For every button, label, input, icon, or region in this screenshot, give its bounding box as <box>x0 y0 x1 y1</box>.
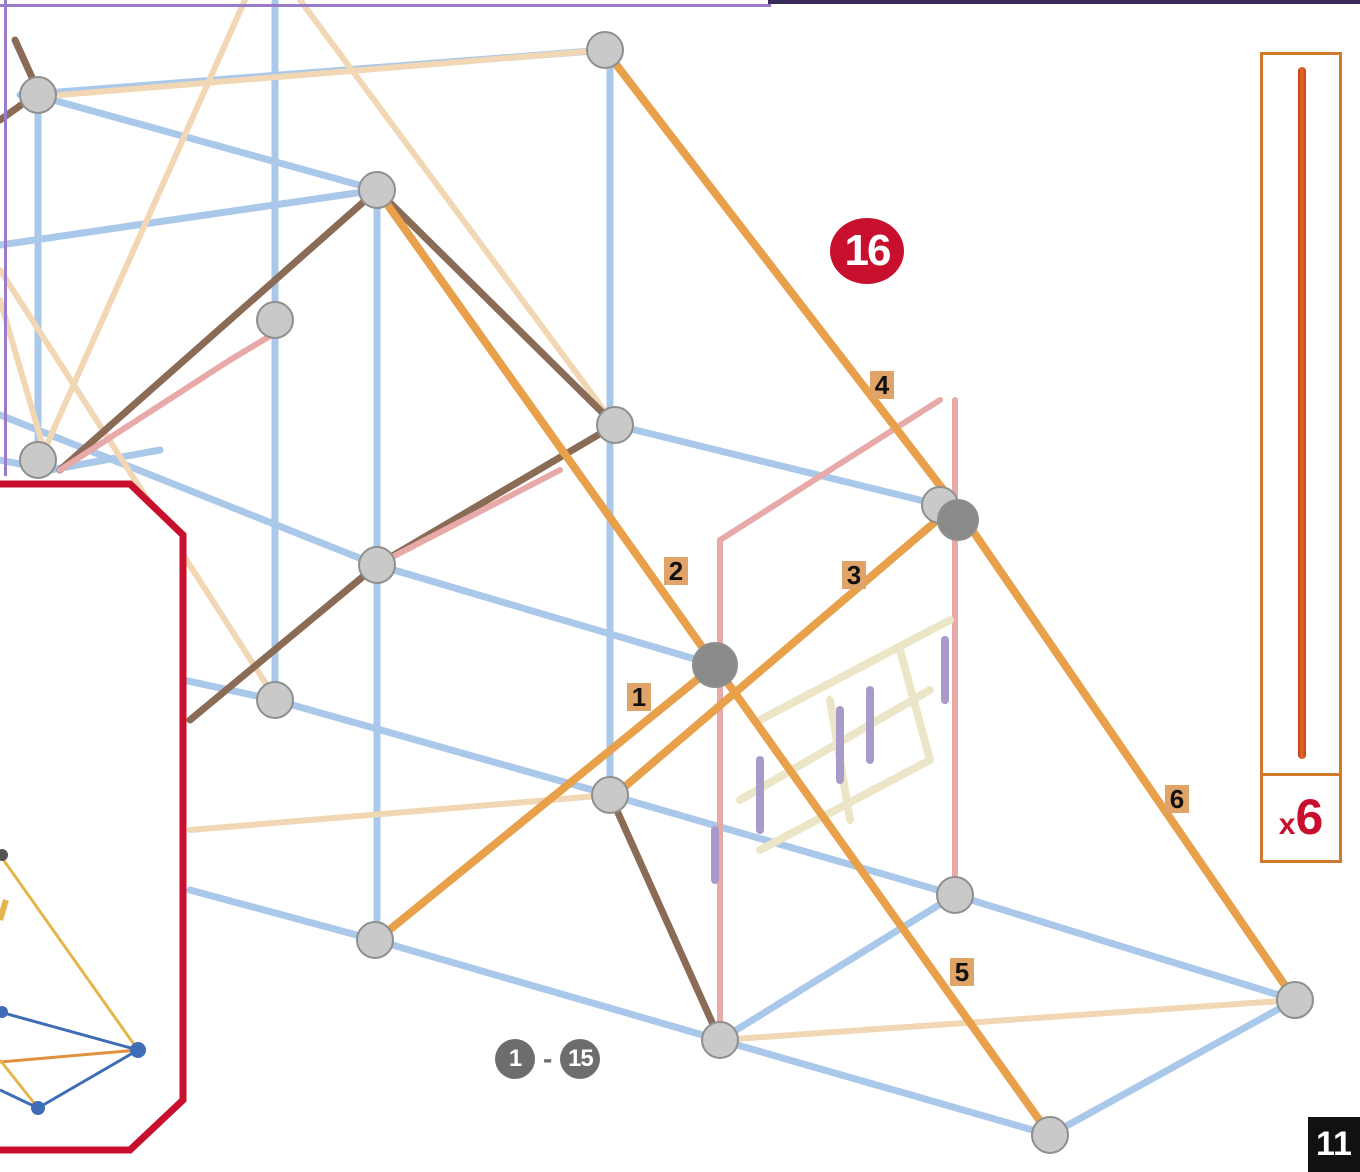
brown-rod <box>606 791 724 1044</box>
blue-rod <box>0 186 381 249</box>
parts-box-divider <box>1263 773 1339 776</box>
blue-rod <box>373 561 719 669</box>
orange-rod-3 <box>373 186 719 669</box>
brown-rod <box>56 186 381 474</box>
panel-rod <box>896 646 934 764</box>
pink-rod <box>57 357 233 473</box>
previous-steps-indicator: 1 - 15 <box>495 1039 601 1079</box>
blue-rod <box>186 886 379 944</box>
page-number: 11 <box>1308 1117 1360 1172</box>
connector-hub <box>936 876 974 914</box>
brown-rod <box>373 186 619 429</box>
orange-rod-6 <box>951 501 1299 1004</box>
connector-hub <box>358 171 396 209</box>
connector-hub <box>356 921 394 959</box>
connector-hub <box>596 406 634 444</box>
quantity-value: 6 <box>1295 789 1324 845</box>
rod-callout-5: 5 <box>950 958 974 986</box>
new-orange-rods <box>373 46 1299 1139</box>
page-frame-top <box>0 0 771 7</box>
connector-hub <box>19 441 57 479</box>
blue-rod <box>606 791 959 899</box>
blue-rod <box>0 411 381 569</box>
orange-rod-4 <box>601 46 959 509</box>
tan-rod <box>297 0 618 428</box>
part-quantity: x6 <box>1263 777 1339 857</box>
pink-rod <box>374 467 563 568</box>
orange-rod-2 <box>611 501 959 799</box>
pink-rod <box>717 467 833 543</box>
blue-rod <box>371 936 724 1044</box>
tan-rod <box>37 0 248 463</box>
inset-detail-panel <box>0 480 187 1154</box>
rod-callout-2: 2 <box>664 557 688 585</box>
orange-rod-5 <box>711 661 1054 1139</box>
blue-rod <box>1046 996 1299 1139</box>
connector-hub <box>701 1021 739 1059</box>
rod-callout-4: 4 <box>870 371 894 399</box>
tan-rod <box>0 267 273 693</box>
previous-step-start: 1 <box>495 1039 535 1079</box>
brown-rod <box>186 561 381 724</box>
quantity-prefix: x <box>1278 808 1296 841</box>
previous-step-end: 15 <box>560 1039 601 1079</box>
frame-rods <box>0 0 1299 1139</box>
panel-rod <box>756 616 954 724</box>
previous-steps-dash: - <box>543 1043 553 1074</box>
connector-hub <box>256 301 294 339</box>
tan-rod <box>57 47 608 98</box>
blue-rod <box>31 91 381 194</box>
mechanism-panel <box>711 397 958 1043</box>
connector-hub <box>358 546 396 584</box>
pink-rod <box>827 397 943 473</box>
page-frame-top-dark <box>768 0 1360 4</box>
tan-rod <box>187 792 613 833</box>
connector-hubs <box>19 31 1314 1154</box>
connector-hub <box>586 31 624 69</box>
step-number-badge: 16 <box>830 218 904 284</box>
blue-rod <box>951 891 1299 1004</box>
orange-rod-1 <box>373 661 719 944</box>
rod-callout-3: 3 <box>842 561 866 589</box>
connector-hub <box>1031 1116 1069 1154</box>
connector-hub <box>591 776 629 814</box>
blue-rod <box>716 891 959 1044</box>
inset-hubs <box>0 849 146 1115</box>
rod-callout-6: 6 <box>1165 785 1189 813</box>
connector-hub <box>1276 981 1314 1019</box>
tan-rod <box>717 997 1298 1043</box>
inset-rods <box>0 854 140 1110</box>
page-frame-left <box>0 0 7 476</box>
parts-needed-box: x6 <box>1260 52 1342 863</box>
connector-hub <box>19 76 57 114</box>
dark-connector-hub <box>937 499 979 541</box>
blue-rod <box>716 1036 1054 1139</box>
connector-hub <box>256 681 294 719</box>
blue-rod <box>611 421 944 509</box>
inset-frame <box>0 480 187 1154</box>
blue-rod <box>271 696 614 799</box>
orange-rod-icon <box>1298 67 1306 759</box>
dark-connector-hub <box>692 642 738 688</box>
rod-callout-1: 1 <box>627 683 651 711</box>
